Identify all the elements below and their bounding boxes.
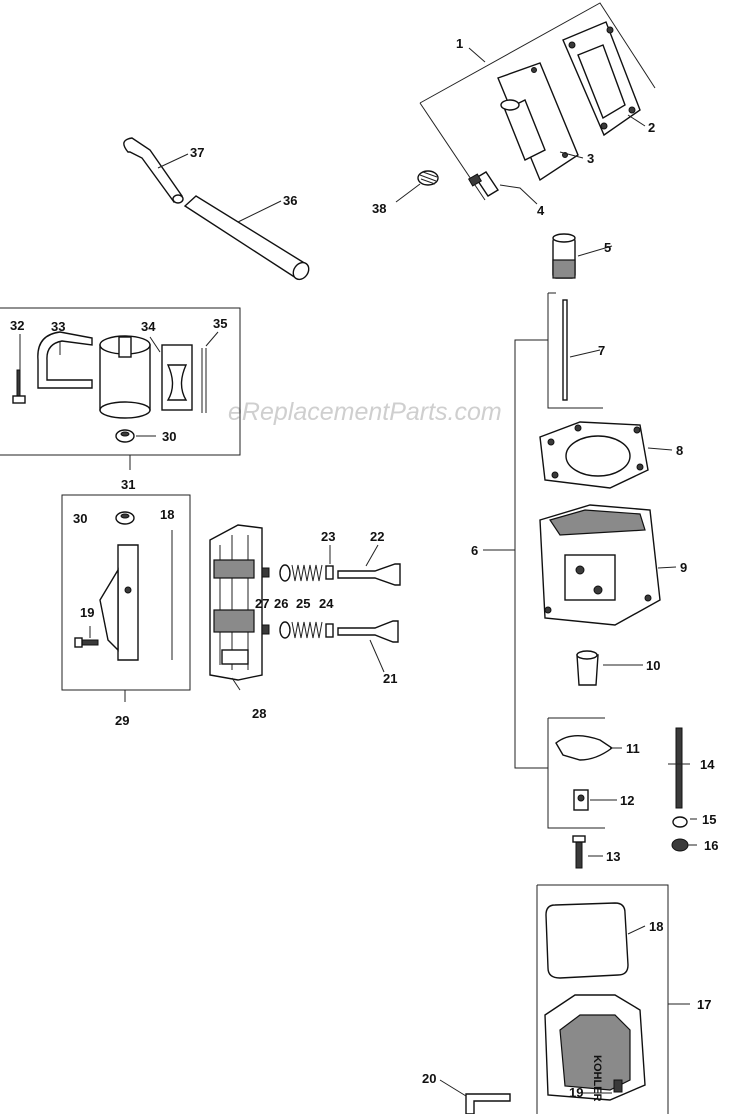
callout-28: 28: [252, 706, 266, 721]
callout-2: 2: [648, 120, 655, 135]
breather-tube-part-36: [183, 195, 310, 281]
callout-21: 21: [383, 671, 397, 686]
rocker-arm-part-11: [555, 735, 614, 761]
bracket-part-20: [465, 1093, 511, 1114]
valve-cover-group-17: KOHLER: [536, 884, 669, 1114]
spring-part-25: [291, 564, 323, 582]
valve-seal-part-24: [325, 565, 334, 580]
callout-19b: 19: [569, 1085, 583, 1100]
callout-4: 4: [537, 203, 545, 218]
callout-30: 30: [162, 429, 176, 444]
keeper-part-27: [261, 567, 270, 578]
callout-19: 19: [80, 605, 94, 620]
callout-6: 6: [471, 543, 478, 558]
cylinder-head-part-28: [209, 524, 263, 681]
callout-31: 31: [121, 477, 135, 492]
callout-13: 13: [606, 849, 620, 864]
callout-33: 33: [51, 319, 65, 334]
cylinder-head-part-9: [539, 504, 661, 626]
retainer-part-26: [279, 564, 291, 582]
callout-14: 14: [700, 757, 715, 772]
callout-30b: 30: [73, 511, 87, 526]
push-rod-part-7: [562, 299, 568, 401]
callout-38: 38: [372, 201, 386, 216]
callout-15: 15: [702, 812, 716, 827]
watermark-text: eReplacementParts.com: [228, 398, 502, 426]
callout-29: 29: [115, 713, 129, 728]
lifter-part-10: [576, 650, 599, 686]
callout-26: 26: [274, 596, 288, 611]
callout-32: 32: [10, 318, 24, 333]
valve-cover-kit-group-31: [0, 307, 241, 470]
callout-9: 9: [680, 560, 687, 575]
nut-part-16: [671, 838, 689, 852]
valve-train-parts: [261, 563, 401, 643]
callout-25: 25: [296, 596, 310, 611]
valve-cover-part-17: KOHLER: [544, 994, 646, 1102]
gasket-part-35: [201, 348, 207, 413]
grommet-part-30: [115, 429, 135, 443]
screw-part-32: [12, 369, 26, 404]
callout-3: 3: [587, 151, 594, 166]
screw-part-19: [74, 637, 99, 648]
grommet-part-30b: [115, 511, 135, 525]
breather-cover-part-3: [497, 62, 579, 182]
bracket-part-33: [37, 331, 93, 389]
breather-cover-plate-part-2: [562, 21, 641, 137]
callout-23: 23: [321, 529, 335, 544]
callout-7: 7: [598, 343, 605, 358]
callout-16: 16: [704, 838, 718, 853]
callout-18b: 18: [160, 507, 174, 522]
callout-24: 24: [319, 596, 334, 611]
callout-labels: 1 2 3 4 5 6 7 8 9 10 11 12 13 14 15 16 1…: [10, 36, 718, 1100]
head-gasket-part-8: [539, 421, 649, 489]
cover-lettering: KOHLER: [591, 1055, 603, 1102]
breather-assembly-group-29: [61, 494, 191, 702]
callout-1: 1: [456, 36, 463, 51]
callout-10: 10: [646, 658, 660, 673]
callout-36: 36: [283, 193, 297, 208]
callout-5: 5: [604, 240, 611, 255]
callout-37: 37: [190, 145, 204, 160]
callout-17: 17: [697, 997, 711, 1012]
callout-18: 18: [649, 919, 663, 934]
leader-lines: [19, 47, 697, 1097]
callout-8: 8: [676, 443, 683, 458]
breather-plate: [99, 544, 139, 661]
callout-34: 34: [141, 319, 156, 334]
callout-27: 27: [255, 596, 269, 611]
callout-20: 20: [422, 1071, 436, 1086]
gasket-part-18: [545, 902, 629, 979]
exhaust-valve-part-22: [337, 563, 401, 586]
stud-part-14: [675, 727, 683, 809]
stud-part-13: [572, 835, 586, 869]
intake-valve-part-21: [337, 620, 399, 643]
callout-35: 35: [213, 316, 227, 331]
callout-12: 12: [620, 793, 634, 808]
rocker-pivot-part-12: [573, 789, 589, 811]
cap-part-5: [552, 233, 576, 279]
breather-cover-assembly: [419, 2, 656, 201]
screw-part-19b: [613, 1079, 623, 1093]
filter-element: [99, 335, 151, 419]
precleaner-part-34: [161, 344, 193, 411]
cylinder-head-kit-group-6: [514, 233, 661, 869]
washer-part-15: [672, 816, 688, 828]
callout-22: 22: [370, 529, 384, 544]
breather-hose-part-37: [123, 137, 184, 204]
callout-11: 11: [626, 741, 640, 756]
screw-part-4: [467, 171, 499, 197]
grommet-part-38: [417, 170, 439, 186]
